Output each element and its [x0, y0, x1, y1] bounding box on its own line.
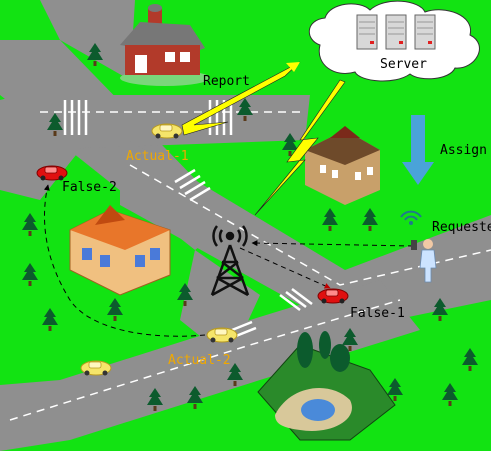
person-with-phone-icon — [400, 210, 437, 283]
car-false-2 — [36, 165, 68, 181]
assign-label: Assign — [440, 143, 487, 158]
car-actual-1 — [151, 123, 183, 139]
false-2-label: False-2 — [62, 180, 117, 195]
car-extra — [80, 360, 112, 376]
server-rack-icon — [356, 14, 436, 50]
report-label: Report — [203, 74, 250, 89]
shopping-mall-icon — [69, 205, 171, 296]
actual-1-label: Actual-1 — [126, 149, 189, 164]
car-false-1 — [317, 288, 349, 304]
lane-lines — [9, 111, 491, 421]
server-label: Server — [380, 57, 427, 72]
signal-lines — [43, 184, 414, 337]
requester-label: Requester — [432, 220, 491, 235]
road-markings — [63, 100, 313, 338]
car-actual-2 — [206, 327, 238, 343]
actual-2-label: Actual-2 — [168, 353, 231, 368]
park-icon — [257, 331, 396, 441]
false-1-label: False-1 — [350, 306, 405, 321]
cell-tower-icon — [210, 225, 250, 297]
assign-arrow — [402, 115, 434, 185]
school-building-icon — [305, 126, 380, 205]
report-arrowhead — [286, 62, 300, 72]
barn-icon — [120, 4, 210, 86]
